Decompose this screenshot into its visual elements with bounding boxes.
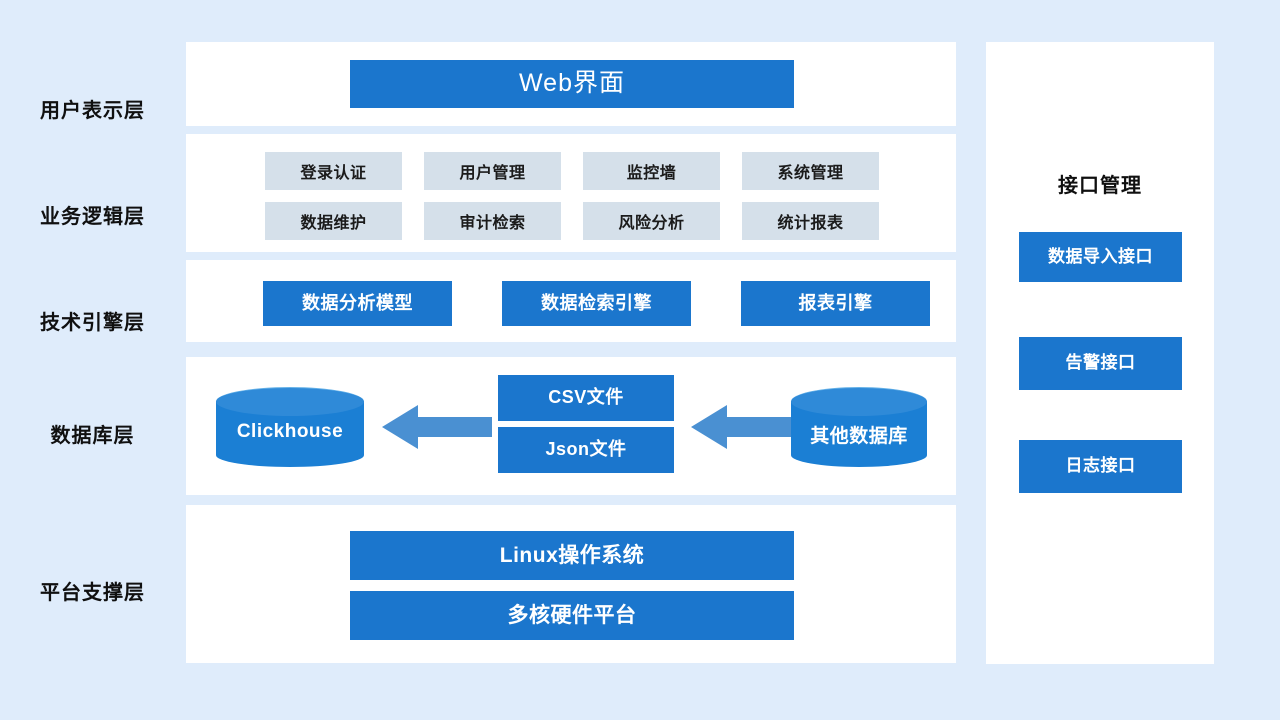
box-statistics-report[interactable]: 统计报表 — [742, 202, 879, 240]
box-log-interface[interactable]: 日志接口 — [1019, 440, 1182, 493]
box-risk-analysis[interactable]: 风险分析 — [583, 202, 720, 240]
box-user-management[interactable]: 用户管理 — [424, 152, 561, 190]
cylinder-top-ellipse — [791, 387, 927, 416]
cylinder-label-clickhouse: Clickhouse — [236, 421, 344, 442]
cylinder-top-ellipse — [216, 387, 364, 416]
cylinder-clickhouse[interactable]: Clickhouse — [216, 387, 364, 467]
box-web-interface[interactable]: Web界面 — [350, 60, 794, 108]
box-login-auth[interactable]: 登录认证 — [265, 152, 402, 190]
box-linux-os[interactable]: Linux操作系统 — [350, 531, 794, 580]
panel-database-layer: Clickhouse CSV文件 Json文件 其他数据库 — [186, 357, 956, 495]
box-report-engine[interactable]: 报表引擎 — [741, 281, 930, 326]
box-system-management[interactable]: 系统管理 — [742, 152, 879, 190]
layer-label-column: 用户表示层 业务逻辑层 技术引擎层 数据库层 平台支撑层 — [0, 42, 185, 664]
box-data-search-engine[interactable]: 数据检索引擎 — [502, 281, 691, 326]
box-audit-retrieval[interactable]: 审计检索 — [424, 202, 561, 240]
box-monitor-wall[interactable]: 监控墙 — [583, 152, 720, 190]
layer-label-business: 业务逻辑层 — [40, 206, 145, 228]
box-data-import-interface[interactable]: 数据导入接口 — [1019, 232, 1182, 282]
arrow-files-to-clickhouse — [382, 405, 492, 449]
layer-label-platform: 平台支撑层 — [40, 582, 145, 604]
layer-label-engine: 技术引擎层 — [40, 312, 145, 334]
box-json-file[interactable]: Json文件 — [498, 427, 674, 473]
panel-business-layer: 登录认证 用户管理 监控墙 系统管理 数据维护 审计检索 风险分析 统计报表 — [186, 134, 956, 252]
box-multicore-hardware[interactable]: 多核硬件平台 — [350, 591, 794, 640]
panel-presentation-layer: Web界面 — [186, 42, 956, 126]
box-alarm-interface[interactable]: 告警接口 — [1019, 337, 1182, 390]
panel-platform-layer: Linux操作系统 多核硬件平台 — [186, 505, 956, 663]
cylinder-label-other-database: 其他数据库 — [810, 426, 908, 447]
box-data-maintenance[interactable]: 数据维护 — [265, 202, 402, 240]
box-data-analysis-model[interactable]: 数据分析模型 — [263, 281, 452, 326]
box-csv-file[interactable]: CSV文件 — [498, 375, 674, 421]
panel-engine-layer: 数据分析模型 数据检索引擎 报表引擎 — [186, 260, 956, 342]
panel-interface-management: 接口管理 数据导入接口 告警接口 日志接口 — [986, 42, 1214, 664]
layer-label-database: 数据库层 — [50, 425, 135, 447]
arrow-otherdb-to-files — [691, 405, 801, 449]
layer-label-presentation: 用户表示层 — [40, 100, 145, 122]
cylinder-other-database[interactable]: 其他数据库 — [791, 387, 927, 467]
interface-panel-title: 接口管理 — [1058, 175, 1142, 197]
